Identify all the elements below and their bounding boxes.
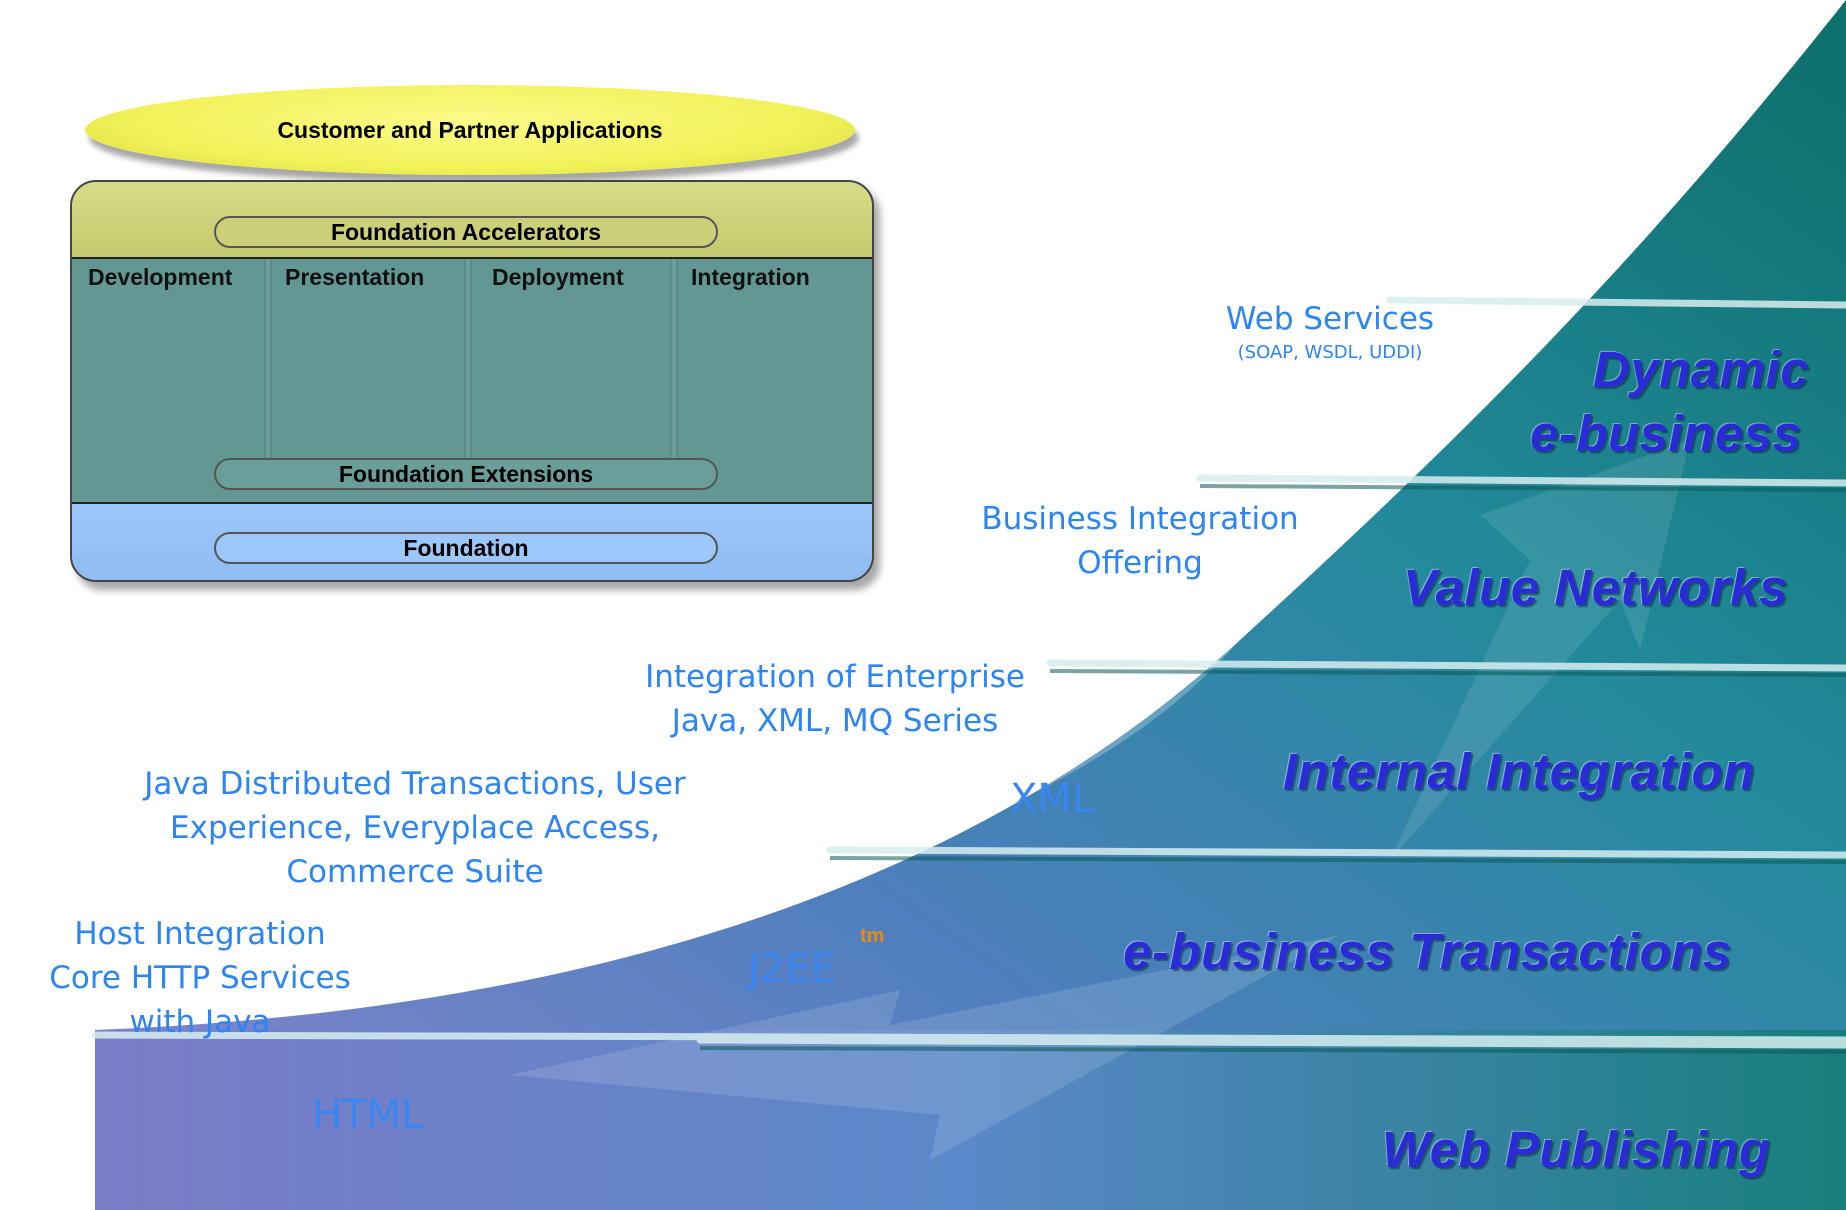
column-deployment: Deployment (492, 264, 624, 290)
level-ebusiness: e-business (1530, 405, 1802, 462)
capability-enterprise-integration: Integration of Enterprise Java, XML, MQ … (575, 655, 1095, 743)
foundation-accelerators-label: Foundation Accelerators (330, 218, 602, 245)
capability-line: Core HTTP Services (49, 960, 351, 996)
level-internal-integration: Internal Integration (1283, 743, 1755, 800)
capability-line: Host Integration (74, 916, 326, 952)
column-development: Development (88, 264, 233, 290)
tech-xml: XML (1010, 776, 1095, 822)
foundation-label: Foundation (403, 534, 529, 561)
capability-line: Web Services (1225, 301, 1435, 337)
capability-line: Integration of Enterprise (645, 659, 1025, 695)
curve-highlight (95, 640, 1240, 1030)
level-value-networks: Value Networks (1403, 559, 1788, 616)
accelerators-band: Foundation Accelerators (72, 182, 872, 259)
tech-j2ee: J2EE (748, 946, 836, 992)
column-integration: Integration (691, 264, 810, 290)
column-divider (464, 259, 472, 459)
capability-line: Experience, Everyplace Access, (170, 810, 660, 846)
column-divider (264, 259, 272, 459)
foundation-band: Foundation (72, 502, 872, 580)
step-lines (91, 296, 1846, 1049)
curve-body (95, 0, 1846, 1210)
base-band (95, 1030, 1846, 1210)
foundation-pill: Foundation (214, 532, 718, 564)
customer-partner-ellipse: Customer and Partner Applications (85, 85, 855, 175)
level-ebusiness-transactions: e-business Transactions (1123, 923, 1732, 980)
architecture-diagram: Customer and Partner Applications Founda… (70, 85, 874, 585)
tech-tm: tm (860, 925, 885, 947)
foundation-extensions-pill: Foundation Extensions (214, 458, 718, 490)
platform-stack: Foundation Accelerators Development Pres… (70, 180, 874, 582)
capability-line: Commerce Suite (286, 854, 544, 890)
ellipse-label: Customer and Partner Applications (277, 116, 663, 143)
capability-web-services: Web Services (1180, 297, 1480, 341)
foundation-extensions-label: Foundation Extensions (338, 460, 594, 487)
capability-line: Business Integration (981, 501, 1299, 537)
level-dynamic: Dynamic (1593, 341, 1810, 398)
capability-host-integration: Host Integration Core HTTP Services with… (0, 912, 400, 1044)
level-web-publishing: Web Publishing (1382, 1121, 1771, 1178)
capability-line: Java, XML, MQ Series (671, 703, 999, 739)
capability-line: Offering (1077, 545, 1203, 581)
capability-line: Java Distributed Transactions, User (144, 766, 686, 802)
foundation-accelerators-pill: Foundation Accelerators (214, 216, 718, 248)
capability-java-distributed: Java Distributed Transactions, User Expe… (55, 762, 775, 894)
capability-web-services-protocols: (SOAP, WSDL, UDDI) (1237, 342, 1423, 363)
capability-business-integration: Business Integration Offering (920, 497, 1360, 585)
column-divider (670, 259, 678, 459)
capability-line: with Java (129, 1004, 271, 1040)
tech-html: HTML (312, 1092, 424, 1138)
arrow-shape-upper (1390, 440, 1690, 860)
column-presentation: Presentation (285, 264, 425, 290)
